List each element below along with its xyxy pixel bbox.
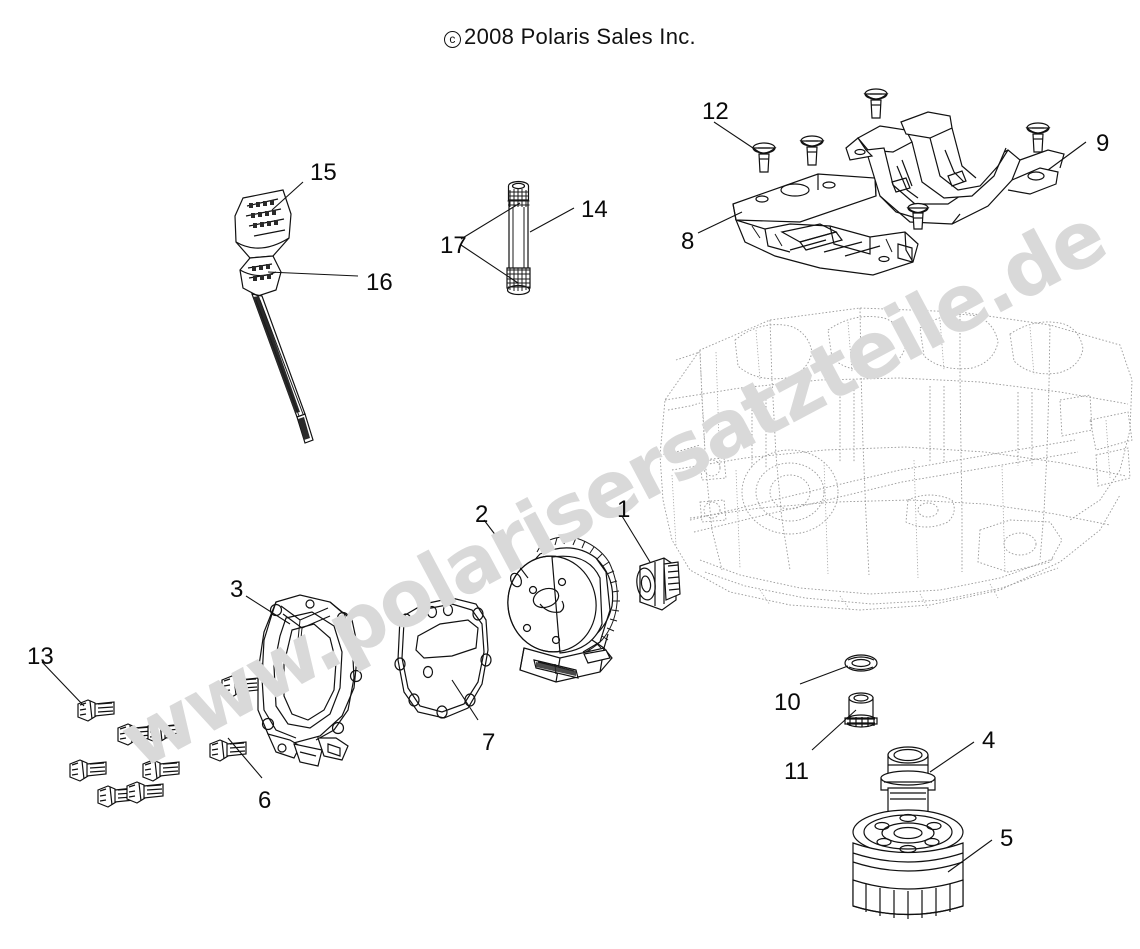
oil-pump-assembly [507, 536, 620, 683]
flange-screw [1025, 122, 1051, 153]
tube-o-ring-upper [507, 189, 530, 207]
heat-shield [845, 111, 1065, 225]
flange-bolt-group [69, 675, 259, 808]
leader-lines [41, 121, 1087, 873]
oil-filter-adapter-nipple [880, 746, 936, 826]
oil-dipstick-tube [506, 180, 531, 296]
leader-7 [451, 679, 479, 721]
callout-5: 5 [1000, 825, 1014, 852]
copyright-symbol: c [444, 31, 462, 48]
leader-12 [713, 121, 763, 155]
leader-1 [621, 515, 651, 563]
callout-8: 8 [681, 228, 695, 255]
callout-7: 7 [482, 729, 496, 756]
oil-pressure-relief-valve [636, 557, 681, 611]
leader-11 [811, 709, 857, 751]
flange-bolt [142, 759, 180, 782]
flange-bolt [147, 721, 185, 744]
oil-filter [852, 809, 964, 919]
callout-9: 9 [1096, 130, 1110, 157]
callout-3: 3 [230, 576, 244, 603]
flange-bolt [77, 699, 115, 722]
oil-drain-plug [844, 692, 878, 728]
tube-o-ring-lower [507, 268, 530, 291]
callout-4: 4 [982, 727, 996, 754]
flange-bolt [126, 781, 164, 804]
callout-11: 11 [784, 758, 809, 785]
flange-bolt [69, 759, 107, 782]
callout-6: 6 [258, 787, 272, 814]
copyright-text: 2008 Polaris Sales Inc. [464, 24, 696, 49]
engine-crankcase-reference [659, 307, 1133, 611]
oil-pump-cover [251, 594, 363, 767]
leader-4 [929, 741, 975, 773]
leader-14 [529, 207, 575, 233]
leader-2 [483, 519, 529, 579]
leader-17 [460, 202, 521, 284]
flange-bolt [221, 675, 259, 698]
callout-12: 12 [702, 98, 729, 125]
leader-9 [1047, 141, 1087, 171]
callout-14: 14 [581, 196, 608, 223]
leader-13 [41, 661, 85, 707]
leader-5 [947, 839, 993, 873]
callout-15: 15 [310, 159, 337, 186]
leader-8 [697, 211, 743, 234]
leader-3 [245, 595, 291, 625]
flange-screw [863, 88, 889, 119]
flange-screw [751, 142, 777, 173]
leader-15 [271, 181, 304, 211]
callout-2: 2 [475, 501, 489, 528]
sealing-washer [844, 654, 878, 672]
oil-dipstick [234, 189, 314, 444]
flange-bolt [209, 739, 247, 762]
callout-1: 1 [617, 496, 631, 523]
heat-shield-bracket [732, 173, 919, 276]
callout-13: 13 [27, 643, 54, 670]
callout-16: 16 [366, 269, 393, 296]
callout-17: 17 [440, 232, 467, 259]
flange-screw [906, 202, 930, 230]
oil-pump-gasket [394, 597, 492, 719]
flange-screw [799, 135, 825, 166]
leader-16 [267, 271, 359, 277]
leader-6 [227, 737, 263, 779]
callout-10: 10 [774, 689, 801, 716]
leader-10 [799, 665, 849, 685]
